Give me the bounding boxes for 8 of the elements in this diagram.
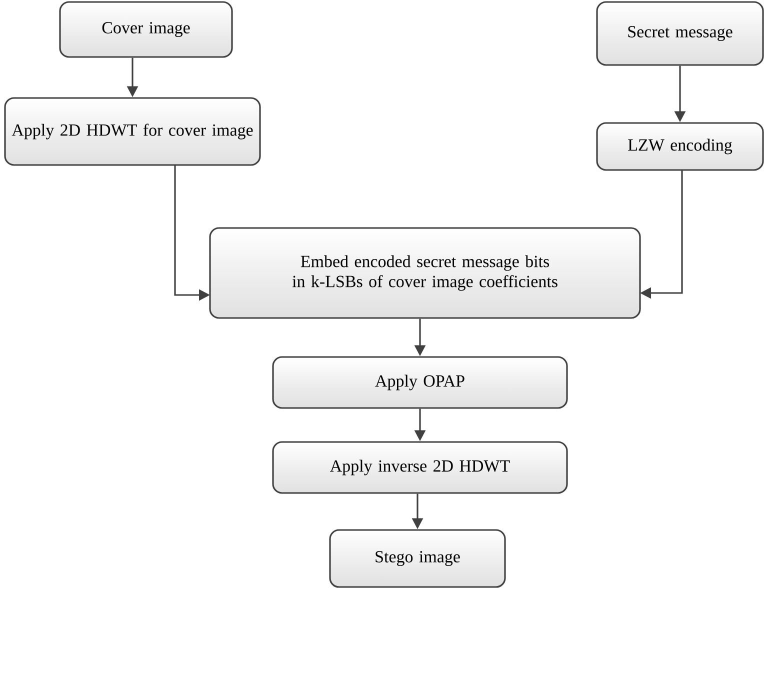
process-box: Apply inverse 2D HDWT [272,441,568,494]
process-box: Stego image [329,529,506,588]
process-box: Apply OPAP [272,356,568,409]
process-box: Embed encoded secret message bits in k-LSBs of cover image coefficients [209,227,641,319]
process-box: Cover image [59,1,233,58]
process-box: Apply 2D HDWT for cover image [4,97,261,166]
process-box: Secret message [596,1,764,66]
process-box: LZW encoding [596,122,764,171]
